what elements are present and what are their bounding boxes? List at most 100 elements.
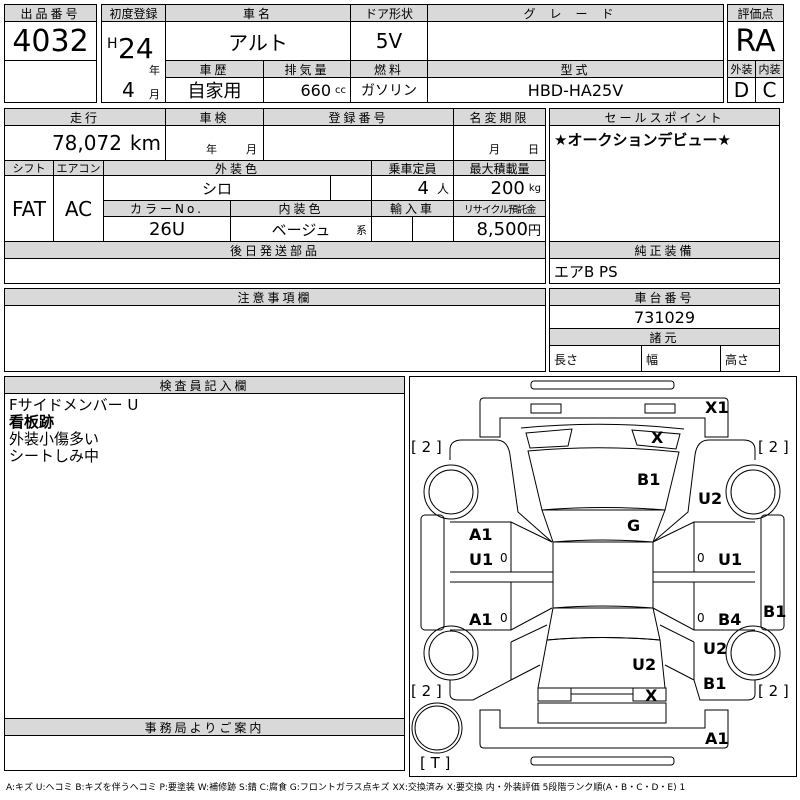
inspector-line: 看板跡 bbox=[9, 413, 55, 431]
mark-left-zero-2: 0 bbox=[500, 611, 508, 625]
ext-color: シロ bbox=[103, 175, 331, 201]
recycle-unit: 円 bbox=[527, 223, 541, 239]
inspector-label: 検査員記入欄 bbox=[4, 376, 405, 394]
rear-fender-left bbox=[449, 624, 548, 701]
car-name: アルト bbox=[165, 21, 351, 61]
mark-rear-bumper: A1 bbox=[705, 729, 729, 748]
history: 自家用 bbox=[165, 77, 264, 103]
name-change-month-unit: 月 bbox=[489, 143, 500, 156]
inspector-notes: Fサイドメンバー U 看板跡 外装小傷多い シートしみ中 bbox=[4, 393, 405, 719]
reg-year-unit: 年 bbox=[149, 64, 160, 77]
score: RA bbox=[727, 21, 784, 61]
displacement-value: 660 bbox=[300, 80, 331, 100]
headlamps bbox=[525, 428, 681, 450]
sales-point: ★オークションデビュー★ bbox=[549, 125, 780, 242]
rear-fender-right bbox=[659, 624, 756, 701]
mark-headlamp: X bbox=[651, 428, 664, 447]
mark-right-zero: 0 bbox=[697, 551, 705, 565]
grade bbox=[427, 21, 724, 61]
later-parts bbox=[4, 258, 546, 284]
int-color-value: ベージュ bbox=[271, 220, 331, 239]
rear-bar bbox=[530, 756, 675, 766]
inspector-line: Fサイドメンバー U bbox=[9, 396, 139, 414]
ext-score: D bbox=[727, 77, 756, 103]
recycle-value: 8,500 bbox=[476, 218, 528, 240]
mark-rear-door-right: B4 bbox=[718, 610, 742, 629]
mark-windshield: G bbox=[627, 516, 641, 535]
name-change: 月 日 bbox=[453, 125, 546, 161]
fuel: ガソリン bbox=[350, 77, 428, 103]
front-fender-left bbox=[449, 439, 553, 543]
fog-lamp-right bbox=[644, 403, 676, 414]
door-label: ドア形状 bbox=[350, 4, 428, 22]
capacity-unit: 人 bbox=[436, 181, 449, 196]
side-sill-left bbox=[420, 514, 445, 631]
damage-diagram bbox=[409, 376, 797, 777]
spec-length: 長さ bbox=[549, 345, 642, 372]
int-color-suffix: 系 bbox=[356, 224, 367, 237]
mark-rear-fender-right: U2 bbox=[703, 639, 728, 658]
grille-line bbox=[520, 423, 685, 430]
int-color: ベージュ 系 bbox=[230, 216, 372, 242]
mark-front-fender-right: U2 bbox=[698, 489, 723, 508]
max-load-unit: kg bbox=[528, 182, 541, 194]
mark-front-bumper: X1 bbox=[705, 398, 729, 417]
tire-mark-rear-left: [ 2 ] bbox=[411, 682, 442, 700]
fuel-label: 燃料 bbox=[350, 60, 428, 78]
plate-label: 登録番号 bbox=[263, 108, 454, 126]
mark-back-door: U2 bbox=[632, 655, 657, 674]
inspection-month-unit: 月 bbox=[246, 143, 257, 156]
reg-era: H bbox=[107, 36, 118, 52]
name-change-label: 名変期限 bbox=[453, 108, 546, 126]
tire-mark-front-right: [ 2 ] bbox=[758, 438, 789, 456]
right-doors bbox=[652, 521, 755, 631]
int-score: C bbox=[755, 77, 784, 103]
mark-right-zero-2: 0 bbox=[697, 611, 705, 625]
lot-number: 4032 bbox=[4, 21, 97, 61]
shift: FAT bbox=[4, 175, 54, 242]
reg-label: 初度登録 bbox=[101, 4, 166, 22]
lot-blank bbox=[4, 60, 97, 103]
mark-front-door-right: U1 bbox=[718, 550, 743, 569]
ext-color-blank bbox=[330, 175, 372, 201]
mark-hood: B1 bbox=[637, 470, 661, 489]
inspection-year-unit: 年 bbox=[206, 143, 217, 156]
inspector-line: シートしみ中 bbox=[9, 447, 100, 465]
mark-tail-lamp: X bbox=[645, 686, 658, 705]
tire-mark-rear-right: [ 2 ] bbox=[758, 682, 789, 700]
tail-lamp-left bbox=[537, 687, 572, 702]
door-type: 5V bbox=[350, 21, 428, 61]
reg-year: 24 bbox=[118, 32, 154, 65]
windshield bbox=[541, 509, 666, 543]
reg-month: 4 bbox=[122, 78, 135, 102]
spec-height: 高さ bbox=[720, 345, 780, 372]
import-cell-1 bbox=[371, 216, 413, 242]
mark-front-door-left-2: U1 bbox=[469, 550, 494, 569]
rear-glass bbox=[546, 605, 661, 641]
office-notes bbox=[4, 735, 405, 771]
chassis-number: 731029 bbox=[549, 305, 780, 329]
mileage-value: 78,072 bbox=[51, 131, 122, 155]
back-door bbox=[537, 637, 666, 689]
left-doors bbox=[450, 521, 553, 631]
reg-month-unit: 月 bbox=[149, 88, 160, 101]
front-bumper bbox=[479, 397, 729, 438]
side-sill-right bbox=[760, 514, 785, 631]
front-bar bbox=[530, 380, 675, 390]
mark-front-door-left: A1 bbox=[469, 525, 493, 544]
int-score-label: 内装 bbox=[755, 60, 784, 78]
mark-side-sill-right: B1 bbox=[763, 602, 787, 621]
name-change-day-unit: 日 bbox=[528, 143, 539, 156]
ac: AC bbox=[53, 175, 104, 242]
notes bbox=[4, 305, 546, 372]
mark-left-zero: 0 bbox=[500, 551, 508, 565]
roof bbox=[552, 541, 654, 609]
office-label: 事務局よりご案内 bbox=[4, 718, 405, 736]
inspector-line: 外装小傷多い bbox=[9, 430, 100, 448]
mark-rear-door-left: A1 bbox=[469, 610, 493, 629]
model-code: HBD-HA25V bbox=[427, 77, 724, 103]
tire-mark-front-left: [ 2 ] bbox=[411, 438, 442, 456]
